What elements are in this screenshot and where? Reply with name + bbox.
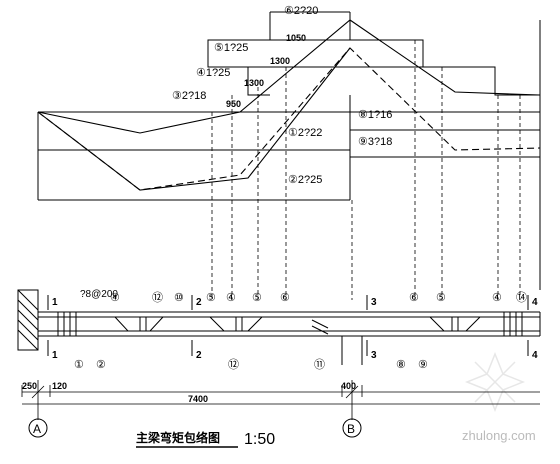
bar-1-label: ①2?22	[288, 127, 322, 139]
mark-11: ⑪	[314, 358, 325, 371]
section-1-top: 1	[52, 297, 58, 308]
projection-lines	[211, 40, 521, 300]
section-4-bottom: 4	[532, 350, 538, 361]
mark-4-left: ④	[110, 292, 120, 304]
axis-a-label: A	[33, 422, 41, 436]
mark-5-top-b: ⑤	[252, 292, 262, 304]
mark-14: ⑭	[516, 291, 527, 304]
stirrup-label: ?8@200	[80, 289, 118, 300]
bar-2-label: ②2?25	[288, 174, 322, 186]
dim-400: 400	[341, 381, 356, 391]
mark-6-top-b: ⑥	[409, 292, 419, 304]
axis-b-bubble: B	[342, 418, 362, 438]
section-3-top: 3	[371, 297, 377, 308]
bar-4-label: ④1?25	[196, 67, 230, 79]
bar-3-label: ③2?18	[172, 90, 206, 102]
dim-1300a: 1300	[270, 56, 290, 66]
section-4-top: 4	[532, 297, 538, 308]
envelope-frame	[37, 11, 541, 290]
dimension-lines	[21, 380, 540, 420]
mark-8-bottom: ⑧	[396, 359, 406, 371]
mark-12-top: ⑫	[152, 291, 163, 304]
bar-9-label: ⑨3?18	[358, 136, 392, 148]
dim-950: 950	[226, 99, 241, 109]
mark-5-top-a: ⑤	[206, 292, 216, 304]
section-1-bottom: 1	[52, 350, 58, 361]
axis-b-label: B	[347, 422, 355, 436]
mark-2-bottom: ②	[96, 359, 106, 371]
dim-250: 250	[22, 381, 37, 391]
dim-1050: 1050	[286, 33, 306, 43]
bar-5-label: ⑤1?25	[214, 42, 248, 54]
watermark-logo	[464, 351, 526, 413]
bar-6-label: ⑥2?20	[284, 5, 318, 17]
mark-4-top-b: ④	[226, 292, 236, 304]
dim-7400: 7400	[188, 394, 208, 404]
section-2-bottom: 2	[196, 350, 202, 361]
dim-1300b: 1300	[244, 78, 264, 88]
drawing-scale: 1:50	[244, 431, 275, 448]
moment-envelope-curves	[37, 19, 541, 191]
drawing-title: 主梁弯矩包络图	[136, 430, 220, 445]
mark-1-bottom: ①	[74, 359, 84, 371]
mark-12-bottom: ⑫	[228, 358, 239, 371]
mark-9-bottom: ⑨	[418, 359, 428, 371]
dim-120: 120	[52, 381, 67, 391]
bar-8-label: ⑧1?16	[358, 109, 392, 121]
beam-elevation	[17, 289, 541, 365]
mark-5-top-c: ⑤	[436, 292, 446, 304]
axis-a-bubble: A	[28, 418, 48, 438]
mark-4-top-c: ④	[492, 292, 502, 304]
mark-6-top-a: ⑥	[280, 292, 290, 304]
watermark-text: zhulong.com	[462, 428, 536, 443]
mark-10: ⑩	[174, 292, 184, 304]
section-3-bottom: 3	[371, 350, 377, 361]
section-2-top: 2	[196, 297, 202, 308]
